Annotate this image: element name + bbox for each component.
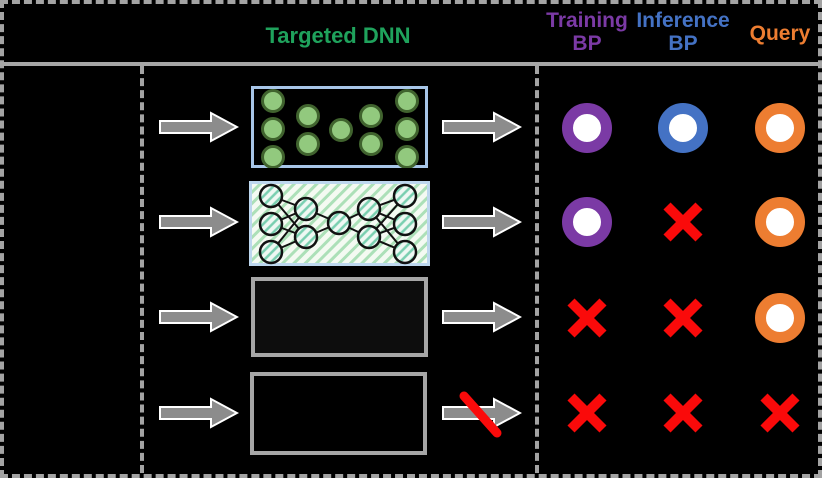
access-allowed-ring-query (754, 292, 806, 344)
header-inference-line2: BP (668, 32, 698, 55)
empty-box-icon (250, 372, 427, 455)
header-targeted-dnn: Targeted DNN (265, 23, 411, 48)
access-denied-x-training-bp (561, 292, 613, 344)
hatched-network-architecture-box-icon (249, 181, 430, 266)
access-allowed-ring-query (754, 196, 806, 248)
header-inference-line1: Inference (636, 9, 730, 32)
access-denied-x-inference-bp (657, 196, 709, 248)
access-denied-x-query (754, 387, 806, 439)
header-training-line1: Training (546, 9, 628, 32)
green-neuron-cluster-box-icon (251, 86, 428, 168)
input-arrow-icon (159, 301, 239, 333)
access-denied-x-inference-bp (657, 387, 709, 439)
header-divider-line (0, 62, 822, 66)
access-denied-x-training-bp (561, 387, 613, 439)
input-arrow-icon (159, 206, 239, 238)
header-query: Query (749, 22, 811, 45)
dnn-results-divider (535, 66, 539, 473)
access-allowed-ring-query (754, 102, 806, 154)
access-allowed-ring-training-bp (561, 102, 613, 154)
header-training-line2: BP (572, 32, 602, 55)
access-allowed-ring-inference-bp (657, 102, 709, 154)
input-arrow-icon (159, 111, 239, 143)
output-arrow-icon (442, 111, 522, 143)
input-arrow-icon (159, 397, 239, 429)
left-column-divider (140, 66, 144, 473)
filled-black-box-icon (251, 277, 428, 357)
red-slash-icon (459, 391, 502, 438)
access-denied-x-inference-bp (657, 292, 709, 344)
output-arrow-icon (442, 206, 522, 238)
output-arrow-icon (442, 301, 522, 333)
access-allowed-ring-training-bp (561, 196, 613, 248)
